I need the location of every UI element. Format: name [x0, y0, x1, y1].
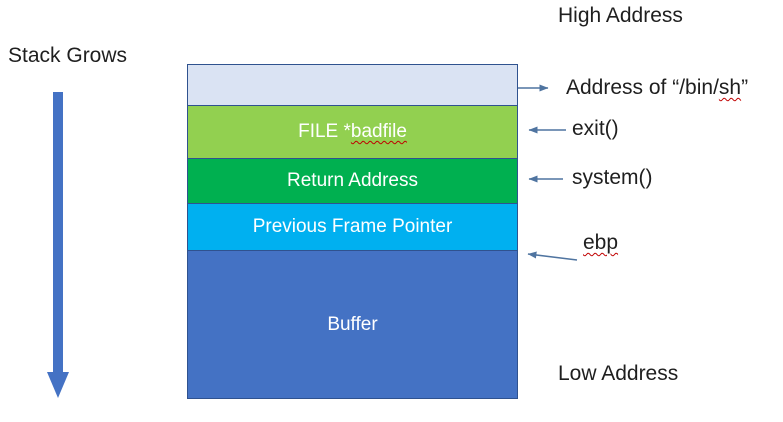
file-badfile-label-prefix: FILE * — [298, 121, 351, 142]
stack-box-bin-sh-address-slot — [187, 64, 518, 106]
bin-sh-annotation: Address of “/bin/sh” — [566, 76, 748, 100]
high-address-label: High Address — [558, 4, 683, 27]
stack-grows-label: Stack Grows — [8, 44, 128, 67]
stack-box-file-badfile: FILE *badfile — [187, 105, 518, 159]
ebp-arrow — [527, 251, 578, 261]
ebp-annotation: ebp — [583, 231, 619, 254]
low-address-label: Low Address — [558, 362, 679, 385]
stack-box-previous-frame-pointer: Previous Frame Pointer — [187, 203, 518, 251]
stack-grows-arrow — [47, 92, 69, 398]
exit-annotation: exit() — [572, 117, 619, 140]
stack-box-return-address: Return Address — [187, 158, 518, 204]
file-badfile-label-misspelled: badfile — [350, 121, 407, 142]
bin-sh-annotation-misspelled: sh — [718, 76, 742, 99]
bin-sh-annotation-prefix: Address of “/bin/ — [566, 76, 719, 99]
system-annotation: system() — [572, 166, 653, 189]
stack-box-buffer: Buffer — [187, 250, 518, 399]
bin-sh-annotation-suffix: ” — [741, 76, 749, 99]
